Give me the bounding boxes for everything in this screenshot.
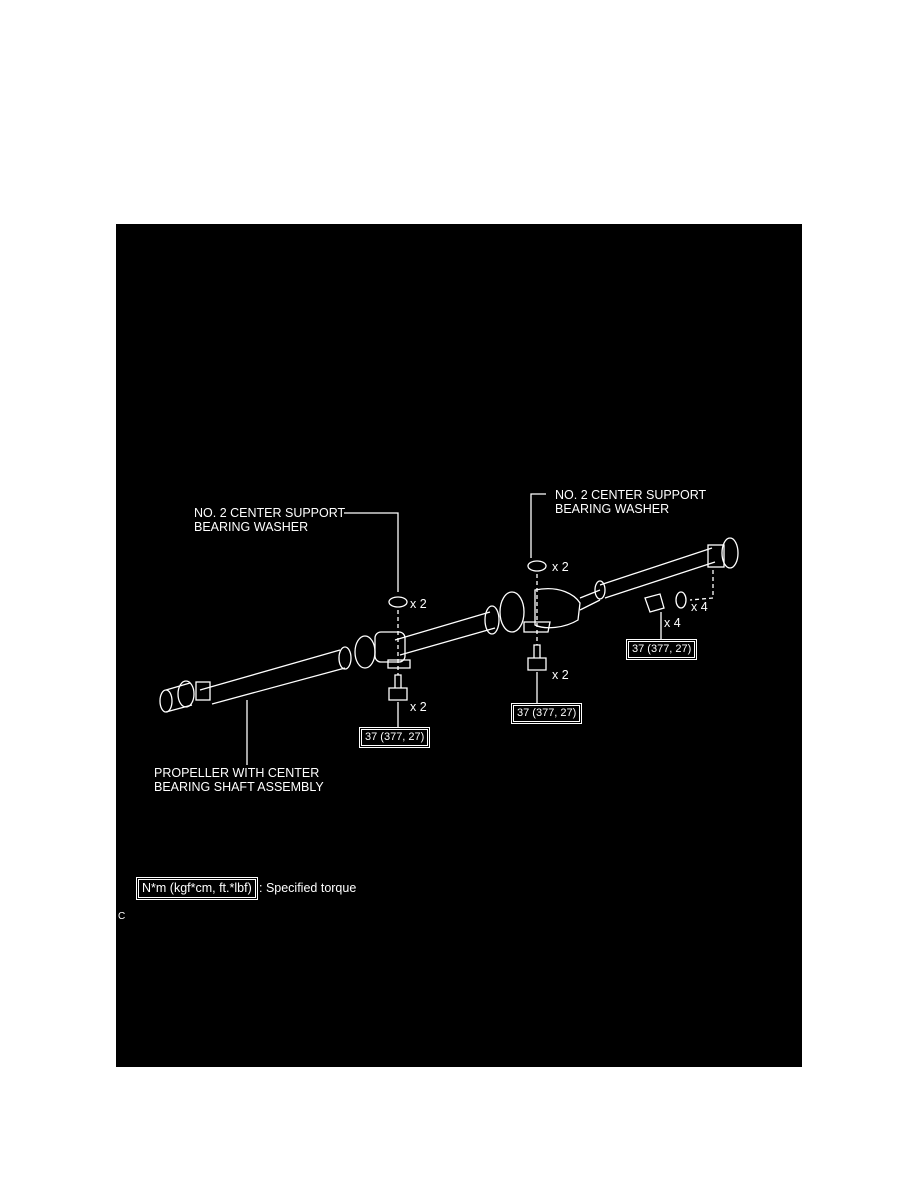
rear-nut (644, 593, 665, 613)
qty-bolt-middle: x 2 (552, 668, 569, 682)
bolt-middle (527, 644, 547, 671)
legend-unit-box: N*m (kgf*cm, ft.*lbf) (137, 878, 257, 899)
torque-box-rear: 37 (377, 27) (626, 640, 697, 659)
figure-code: C (118, 911, 126, 922)
bolt-left (388, 674, 408, 701)
rear-tube (599, 547, 716, 599)
rear-washer (675, 591, 687, 609)
legend-text: : Specified torque (259, 881, 357, 895)
qty-rear-nut: x 4 (664, 616, 681, 630)
propeller-shaft-drawing (159, 493, 739, 765)
qty-bolt-left: x 2 (410, 700, 427, 714)
qty-washer-left: x 2 (410, 597, 427, 611)
torque-box-middle: 37 (377, 27) (511, 704, 582, 723)
qty-rear-washer: x 4 (691, 600, 708, 614)
qty-washer-right: x 2 (552, 560, 569, 574)
washer-right (527, 560, 547, 572)
torque-box-left: 37 (377, 27) (359, 728, 430, 747)
washer-left (388, 596, 408, 608)
middle-tube (394, 611, 496, 656)
diagram-panel (116, 224, 802, 1067)
front-tube (199, 649, 346, 705)
